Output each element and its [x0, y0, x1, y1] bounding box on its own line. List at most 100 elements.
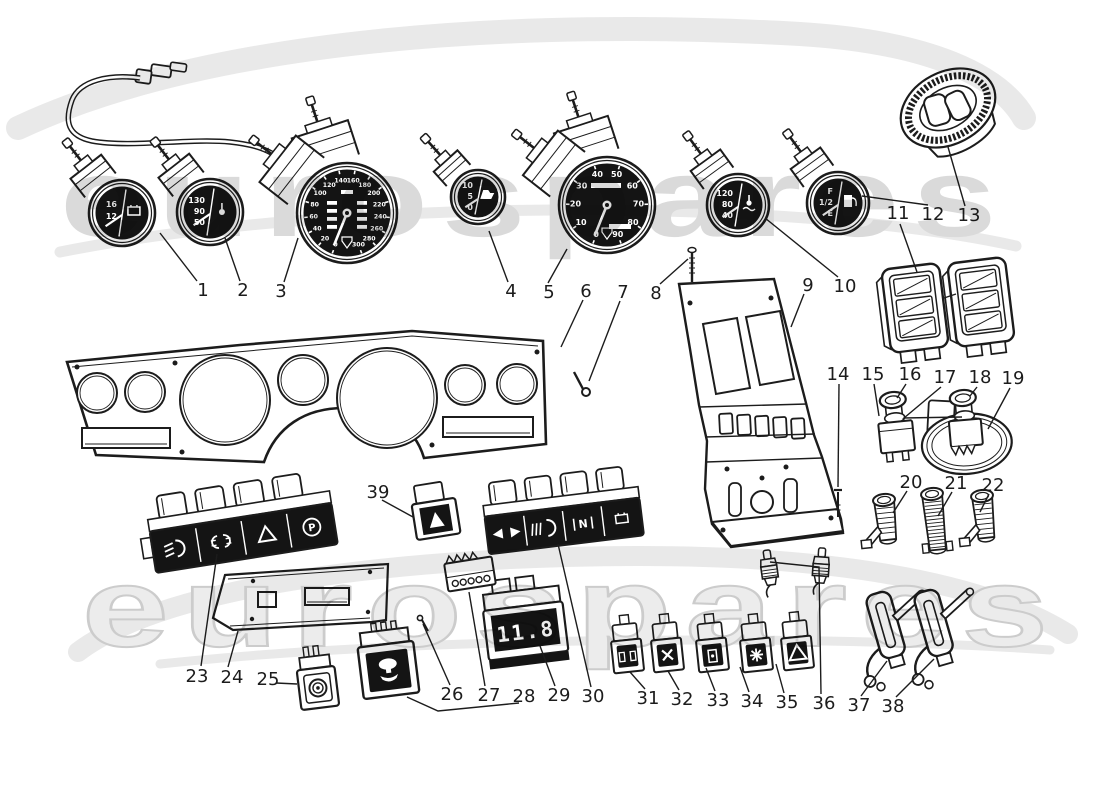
callout-34-push-button-switch: 34 — [739, 666, 764, 712]
callout-15-push-button-switch: 15 — [862, 364, 885, 417]
callout-number-2[interactable]: 2 — [237, 280, 248, 301]
part-20-bulb-holder — [860, 492, 898, 550]
svg-text:100: 100 — [314, 190, 328, 197]
callout-number-6[interactable]: 6 — [580, 281, 591, 302]
callout-number-16[interactable]: 16 — [899, 364, 922, 385]
svg-text:180: 180 — [358, 182, 372, 189]
callout-number-24[interactable]: 24 — [221, 667, 244, 688]
callout-number-1[interactable]: 1 — [197, 280, 208, 301]
part-30-accessory-switch-panel: N — [482, 466, 645, 555]
callout-number-29[interactable]: 29 — [548, 685, 571, 706]
callout-28-lighter-switch: 28 — [406, 686, 536, 712]
callout-number-33[interactable]: 33 — [707, 690, 730, 711]
callout-number-15[interactable]: 15 — [862, 364, 885, 385]
callout-number-34[interactable]: 34 — [741, 691, 764, 712]
callout-number-21[interactable]: 21 — [945, 473, 968, 494]
svg-text:160: 160 — [347, 177, 361, 184]
callout-number-28[interactable]: 28 — [513, 686, 536, 707]
callout-number-30[interactable]: 30 — [582, 686, 605, 707]
callout-16-switch-button-cap: 16 — [896, 364, 922, 399]
callout-20-bulb-holder: 20 — [892, 472, 923, 514]
callout-number-11[interactable]: 11 — [887, 203, 910, 224]
callout-number-12[interactable]: 12 — [922, 204, 945, 225]
callout-number-14[interactable]: 14 — [827, 364, 850, 385]
parking-brake-icon: P — [302, 517, 322, 537]
callout-number-19[interactable]: 19 — [1002, 368, 1025, 389]
part-24-switch-plate — [211, 562, 390, 632]
svg-text:10: 10 — [462, 181, 474, 190]
svg-text:F: F — [828, 187, 833, 196]
callout-number-3[interactable]: 3 — [275, 281, 286, 302]
callout-7-panel-screw: 7 — [588, 282, 629, 382]
callout-number-31[interactable]: 31 — [637, 688, 660, 709]
neutral-icon: N — [572, 516, 594, 531]
callout-number-39[interactable]: 39 — [367, 482, 390, 503]
callout-18-push-button-switch: 18 — [969, 367, 992, 397]
callout-9-switch-bracket: 9 — [790, 275, 814, 328]
callout-number-25[interactable]: 25 — [257, 669, 280, 690]
callout-3-speedometer: 3 — [275, 237, 299, 302]
callout-number-18[interactable]: 18 — [969, 367, 992, 388]
svg-text:1/2: 1/2 — [819, 198, 833, 207]
callout-number-20[interactable]: 20 — [900, 472, 923, 493]
svg-text:130: 130 — [188, 196, 205, 205]
callout-39-rocker-switch: 39 — [367, 482, 414, 518]
svg-text:40: 40 — [313, 226, 322, 233]
part-7-panel-screw — [572, 371, 591, 397]
callout-5-tachometer: 5 — [543, 248, 568, 303]
svg-text:300: 300 — [352, 242, 366, 249]
callout-number-5[interactable]: 5 — [543, 282, 554, 303]
part-9-switch-bracket — [677, 277, 845, 549]
callout-24-switch-plate: 24 — [221, 630, 244, 688]
fog-light-icon — [531, 519, 557, 537]
part-36-warning-bulb-2 — [811, 547, 830, 595]
callout-22-bulb-holder: 22 — [979, 475, 1005, 513]
turn-signals-icon — [492, 527, 521, 539]
svg-text:50: 50 — [611, 170, 623, 179]
svg-text:10: 10 — [575, 218, 587, 227]
svg-text:20: 20 — [570, 200, 582, 209]
speedometer-cable — [65, 61, 297, 173]
svg-text:60: 60 — [309, 214, 318, 221]
callout-19-switch-escutcheon: 19 — [987, 368, 1025, 430]
callout-number-10[interactable]: 10 — [834, 276, 857, 297]
svg-text:40: 40 — [592, 170, 604, 179]
callout-number-37[interactable]: 37 — [848, 695, 871, 716]
callout-14-bracket-pin: 14 — [827, 364, 850, 488]
callout-number-38[interactable]: 38 — [882, 696, 905, 717]
part-22-bulb-holder — [958, 488, 996, 548]
part-15-push-button-switch — [877, 390, 916, 463]
callout-number-7[interactable]: 7 — [617, 282, 628, 303]
part-28-lighter-switch — [356, 619, 421, 701]
part-27-connector-block — [443, 550, 497, 593]
svg-text:120: 120 — [716, 189, 733, 198]
callout-number-26[interactable]: 26 — [441, 684, 464, 705]
callout-number-13[interactable]: 13 — [958, 205, 981, 226]
callout-17-switch-collar: 17 — [902, 367, 963, 419]
callout-number-27[interactable]: 27 — [478, 685, 501, 706]
callout-number-8[interactable]: 8 — [650, 283, 661, 304]
svg-text:16: 16 — [106, 200, 118, 209]
callout-number-23[interactable]: 23 — [186, 666, 209, 687]
callout-23-light-switch-panel: 23 — [186, 553, 218, 687]
callout-number-32[interactable]: 32 — [671, 689, 694, 710]
part-34-push-button-switch — [739, 612, 774, 674]
callout-number-9[interactable]: 9 — [802, 275, 813, 296]
callout-number-35[interactable]: 35 — [776, 692, 799, 713]
svg-text:90: 90 — [612, 230, 624, 239]
battery-icon — [614, 512, 630, 525]
part-38-heater-control-lever — [911, 587, 975, 690]
callout-number-4[interactable]: 4 — [505, 281, 516, 302]
svg-text:120: 120 — [323, 182, 337, 189]
callout-number-22[interactable]: 22 — [982, 475, 1005, 496]
callout-11-window-lift-switches: 11 — [887, 203, 918, 273]
callout-number-17[interactable]: 17 — [934, 367, 957, 388]
callout-number-36[interactable]: 36 — [813, 693, 836, 714]
svg-text:P: P — [308, 522, 317, 534]
svg-text:30: 30 — [576, 181, 588, 190]
